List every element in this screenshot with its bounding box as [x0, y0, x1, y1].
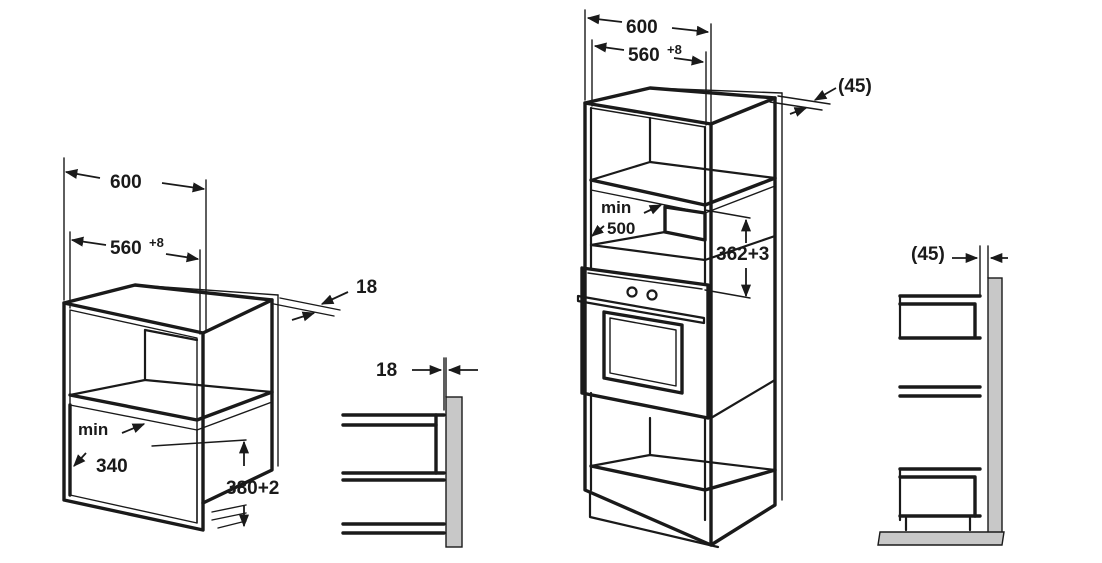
compact-panel-thickness-label: 18 — [356, 277, 377, 298]
compact-inner-width-label: 560 — [110, 238, 142, 259]
compact-min-label: min — [78, 420, 108, 439]
tall-opening-height-dimension: 362+3 — [704, 209, 769, 299]
side-gap-label: 18 — [376, 360, 397, 381]
tall-inner-width-label: 560 — [628, 45, 660, 66]
tall-inner-width-dimension: 560 +8 — [591, 39, 707, 126]
side-wall-panel — [987, 277, 1003, 535]
tall-width-label: 600 — [626, 17, 658, 38]
tall-min-label: min — [601, 198, 631, 217]
tall-cabinet-figure: 600 560 +8 (45) min 500 — [576, 9, 872, 549]
side-wall-panel — [445, 396, 463, 548]
floor-panel — [877, 531, 1005, 546]
oven-window — [602, 310, 684, 395]
oven-knob-icon — [646, 289, 658, 301]
tall-back-gap-dimension: (45) — [769, 76, 872, 117]
compact-width-dimension: 600 — [63, 157, 207, 331]
compact-opening-height-dimension: 380+2 — [151, 439, 279, 529]
oven-handle — [576, 294, 706, 325]
tall-back-gap-label: (45) — [838, 76, 872, 97]
tall-depth-label: 500 — [607, 219, 635, 238]
compact-cabinet-figure: 600 560 +8 18 min 340 — [62, 157, 377, 532]
tall-cabinet-body — [576, 86, 783, 549]
tall-width-dimension: 600 — [584, 9, 712, 123]
tall-inner-width-tolerance: +8 — [667, 42, 682, 57]
compact-width-label: 600 — [110, 172, 142, 193]
tall-min-depth-dimension: min 500 — [591, 198, 663, 238]
compact-opening-height-label: 380+2 — [226, 478, 279, 499]
compact-panel-thickness-dimension: 18 — [273, 277, 377, 322]
tall-opening-height-label: 362+3 — [716, 244, 769, 265]
right-gap-label: (45) — [911, 244, 945, 265]
shelf-profiles — [341, 413, 446, 535]
compact-cabinet-body — [62, 283, 279, 532]
compact-depth-label: 340 — [96, 456, 128, 477]
compact-inner-width-tolerance: +8 — [149, 235, 164, 250]
side-section-right-figure: (45) — [877, 244, 1008, 546]
shelf-profiles — [898, 294, 982, 532]
side-section-left-figure: 18 — [341, 357, 478, 548]
compact-min-depth-dimension: min 340 — [73, 420, 146, 477]
compact-inner-width-dimension: 560 +8 — [69, 231, 201, 335]
oven-knob-icon — [626, 286, 638, 298]
